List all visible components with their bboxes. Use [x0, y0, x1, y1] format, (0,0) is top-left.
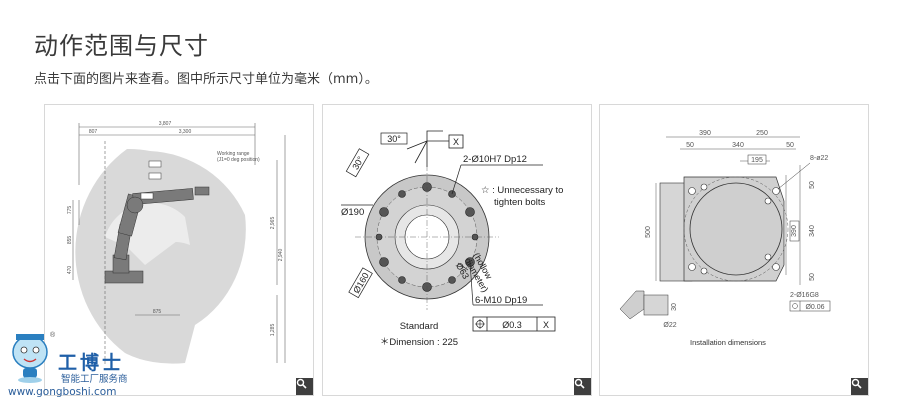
svg-text:30°: 30° [387, 134, 401, 144]
svg-text:☆ : Unnecessary to: ☆ : Unnecessary to [481, 185, 563, 196]
svg-text:390: 390 [791, 225, 798, 237]
svg-text:2,965: 2,965 [270, 217, 276, 230]
svg-text:50: 50 [809, 273, 816, 281]
svg-text:1,285: 1,285 [270, 324, 276, 337]
svg-text:tighten bolts: tighten bolts [494, 197, 545, 208]
brand-tagline: 智能工厂服务商 [61, 374, 128, 385]
svg-text:6-M10 Dp19: 6-M10 Dp19 [475, 295, 527, 306]
range-diagram-card[interactable]: 3,807 807 3,300 Working range (J1=0 deg … [44, 104, 314, 396]
watermark-logo: ® 工博士 智能工厂服务商 www.gongboshi.com [8, 332, 128, 398]
zoom-button[interactable] [296, 378, 313, 395]
svg-text:50: 50 [786, 142, 794, 149]
svg-text:500: 500 [645, 226, 652, 238]
svg-text:470: 470 [67, 266, 73, 275]
brand-url: www.gongboshi.com [8, 386, 117, 398]
svg-text:340: 340 [809, 225, 816, 237]
svg-text:3,300: 3,300 [179, 129, 192, 135]
svg-text:807: 807 [89, 129, 98, 135]
svg-text:Ø0.06: Ø0.06 [805, 304, 824, 311]
svg-text:3,807: 3,807 [159, 121, 172, 127]
svg-text:390: 390 [699, 130, 711, 137]
magnifier-icon [296, 378, 307, 389]
range-diagram: 3,807 807 3,300 Working range (J1=0 deg … [67, 121, 286, 365]
svg-text:Installation dimensions: Installation dimensions [690, 338, 766, 347]
svg-text:30: 30 [671, 303, 678, 311]
flange-diagram-card[interactable]: X 30° 30° 2-Ø10H7 Dp12 ☆ : Unnecessary t… [322, 104, 592, 396]
magnifier-icon [574, 378, 585, 389]
svg-text:Ø0.3: Ø0.3 [502, 320, 522, 330]
zoom-button[interactable] [574, 378, 591, 395]
svg-text:Working range: Working range [217, 151, 250, 157]
svg-text:X: X [453, 137, 459, 147]
installation-diagram-card[interactable]: 390 250 50 340 50 195 8-ø22 500 50 390 3… [599, 104, 869, 396]
zoom-button[interactable] [851, 378, 868, 395]
page-title: 动作范围与尺寸 [34, 32, 209, 60]
svg-text:875: 875 [153, 309, 162, 315]
mascot-icon [12, 334, 48, 383]
brand-name: 工博士 [58, 352, 125, 374]
svg-text:50: 50 [809, 181, 816, 189]
installation-diagram: 390 250 50 340 50 195 8-ø22 500 50 390 3… [619, 130, 831, 347]
svg-text:(J1=0 deg position): (J1=0 deg position) [217, 157, 260, 163]
flange-diagram: X 30° 30° 2-Ø10H7 Dp12 ☆ : Unnecessary t… [341, 130, 563, 348]
page-subtitle: 点击下面的图片来查看。图中所示尺寸单位为毫米（mm）。 [34, 72, 378, 87]
svg-text:50: 50 [686, 142, 694, 149]
svg-text:855: 855 [67, 236, 73, 245]
svg-text:＊Dimension : 225: ＊Dimension : 225 [380, 337, 458, 348]
svg-text:2,940: 2,940 [278, 249, 284, 262]
svg-text:Ø190: Ø190 [341, 207, 364, 218]
svg-text:X: X [543, 320, 549, 330]
svg-text:Standard: Standard [400, 321, 439, 332]
svg-text:195: 195 [751, 157, 763, 164]
magnifier-icon [851, 378, 862, 389]
svg-text:340: 340 [732, 142, 744, 149]
svg-text:2-Ø10H7 Dp12: 2-Ø10H7 Dp12 [463, 154, 527, 165]
svg-text:Ø22: Ø22 [663, 322, 676, 329]
svg-text:Ø160: Ø160 [351, 271, 371, 295]
svg-text:250: 250 [756, 130, 768, 137]
svg-text:775: 775 [67, 206, 73, 215]
svg-text:8-ø22: 8-ø22 [810, 155, 828, 162]
svg-text:2-Ø16G8: 2-Ø16G8 [790, 292, 819, 299]
